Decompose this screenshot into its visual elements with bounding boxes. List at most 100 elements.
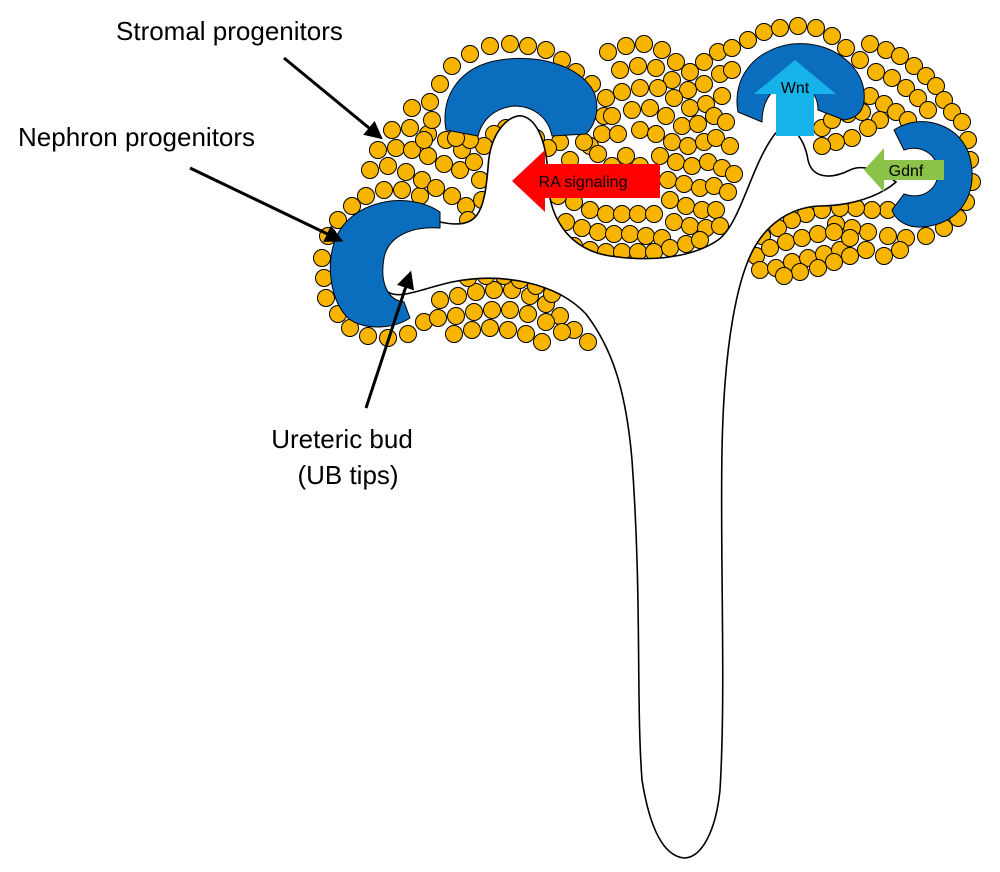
ureteric-bud-label: Ureteric bud xyxy=(271,424,413,454)
stromal-cell xyxy=(719,183,737,201)
stromal-cell xyxy=(623,101,641,119)
stromal-cell xyxy=(605,225,623,243)
stromal-cell xyxy=(617,147,635,165)
stromal-cell xyxy=(519,305,537,323)
ub-tips-label: (UB tips) xyxy=(297,460,398,490)
stromal-cell xyxy=(413,171,431,189)
stromal-cell xyxy=(861,35,879,53)
stromal-cell xyxy=(917,227,935,245)
stromal-cell xyxy=(553,323,571,341)
stromal-cell xyxy=(879,227,897,245)
stromal-cell xyxy=(597,89,615,107)
stromal-cell xyxy=(905,57,923,75)
stromal-cell xyxy=(461,45,479,63)
stromal-cell xyxy=(683,157,701,175)
ra-signaling-label: RA signaling xyxy=(539,174,628,191)
stromal-cell xyxy=(789,17,807,35)
stromal-cell xyxy=(397,163,415,181)
stromal-cell xyxy=(641,99,659,117)
stromal-cell xyxy=(415,131,433,149)
stromal-cell xyxy=(659,171,677,189)
stromal-cell xyxy=(695,53,713,71)
stromal-cell xyxy=(791,263,809,281)
stromal-cell xyxy=(909,89,927,107)
stromal-progenitor-cells xyxy=(313,17,981,351)
stromal-cell xyxy=(447,307,465,325)
stromal-cell xyxy=(711,217,729,235)
stromal-cell xyxy=(689,115,707,133)
stromal-cell xyxy=(399,325,417,343)
stromal-cell xyxy=(613,83,631,101)
stromal-cell xyxy=(667,153,685,171)
stromal-cell xyxy=(823,27,841,45)
stromal-cell xyxy=(667,53,685,71)
stromal-cell xyxy=(713,87,731,105)
stromal-cell xyxy=(657,107,675,125)
stromal-cell xyxy=(613,205,631,223)
stromal-cell xyxy=(403,99,421,117)
stromal-cell xyxy=(677,197,695,215)
stromal-cell xyxy=(387,139,405,157)
stromal-cell xyxy=(589,223,607,241)
stromal-cell xyxy=(755,23,773,41)
stromal-cell xyxy=(809,225,827,243)
stromal-cell xyxy=(401,119,419,137)
stromal-cell xyxy=(717,113,735,131)
stromal-cell xyxy=(429,309,447,327)
wnt-label: Wnt xyxy=(781,80,810,97)
stromal-cell xyxy=(751,261,769,279)
stromal-cell xyxy=(443,187,461,205)
stromal-cell xyxy=(631,79,649,97)
stromal-cell xyxy=(649,79,667,97)
stromal-cell xyxy=(883,69,901,87)
nephron-pointer-arrow xyxy=(189,166,344,242)
nephron-cap-left xyxy=(329,200,441,328)
stromal-cell xyxy=(725,165,743,183)
stromal-cell xyxy=(897,79,915,97)
stromal-cell xyxy=(739,31,757,49)
stromal-cell xyxy=(707,201,725,219)
stromal-cell xyxy=(721,137,739,155)
stromal-cell xyxy=(813,137,831,155)
ureteric-pointer-arrow xyxy=(364,270,415,409)
stromal-cell xyxy=(501,35,519,53)
stromal-cell xyxy=(681,63,699,81)
stromal-cell xyxy=(635,35,653,53)
nephron-cap-top-left xyxy=(444,57,598,137)
stromal-cell xyxy=(361,161,379,179)
stromal-cell xyxy=(723,39,741,57)
stromal-cell xyxy=(393,181,411,199)
stromal-cell xyxy=(485,281,503,299)
stromal-cell xyxy=(841,229,859,247)
stromal-cell xyxy=(431,291,449,309)
stromal-cell xyxy=(449,287,467,305)
stromal-cell xyxy=(537,41,555,59)
stromal-cell xyxy=(809,259,827,277)
wnt-arrow xyxy=(754,60,836,136)
stromal-cell xyxy=(679,137,697,155)
stromal-cell xyxy=(483,301,501,319)
stromal-cell xyxy=(375,181,393,199)
stromal-cell xyxy=(647,59,665,77)
stromal-cell xyxy=(575,133,593,151)
stromal-cell xyxy=(927,77,945,95)
stromal-cell xyxy=(427,179,445,197)
stromal-cell xyxy=(777,233,795,251)
stromal-cell xyxy=(637,227,655,245)
ra-signaling-arrow xyxy=(512,150,660,212)
stromal-cell xyxy=(707,129,725,147)
stromal-progenitors-label: Stromal progenitors xyxy=(116,16,343,46)
stromal-cell xyxy=(629,57,647,75)
stromal-cell xyxy=(403,141,421,159)
stromal-cell xyxy=(481,37,499,55)
stromal-cell xyxy=(793,229,811,247)
stromal-cell xyxy=(673,117,691,135)
stromal-cell xyxy=(631,121,649,139)
stromal-cell xyxy=(465,153,483,171)
stromal-cell xyxy=(825,253,843,271)
gdnf-arrow xyxy=(864,148,944,192)
stromal-cell xyxy=(533,333,551,351)
stromal-cell xyxy=(369,141,387,159)
stromal-cell xyxy=(875,247,893,265)
